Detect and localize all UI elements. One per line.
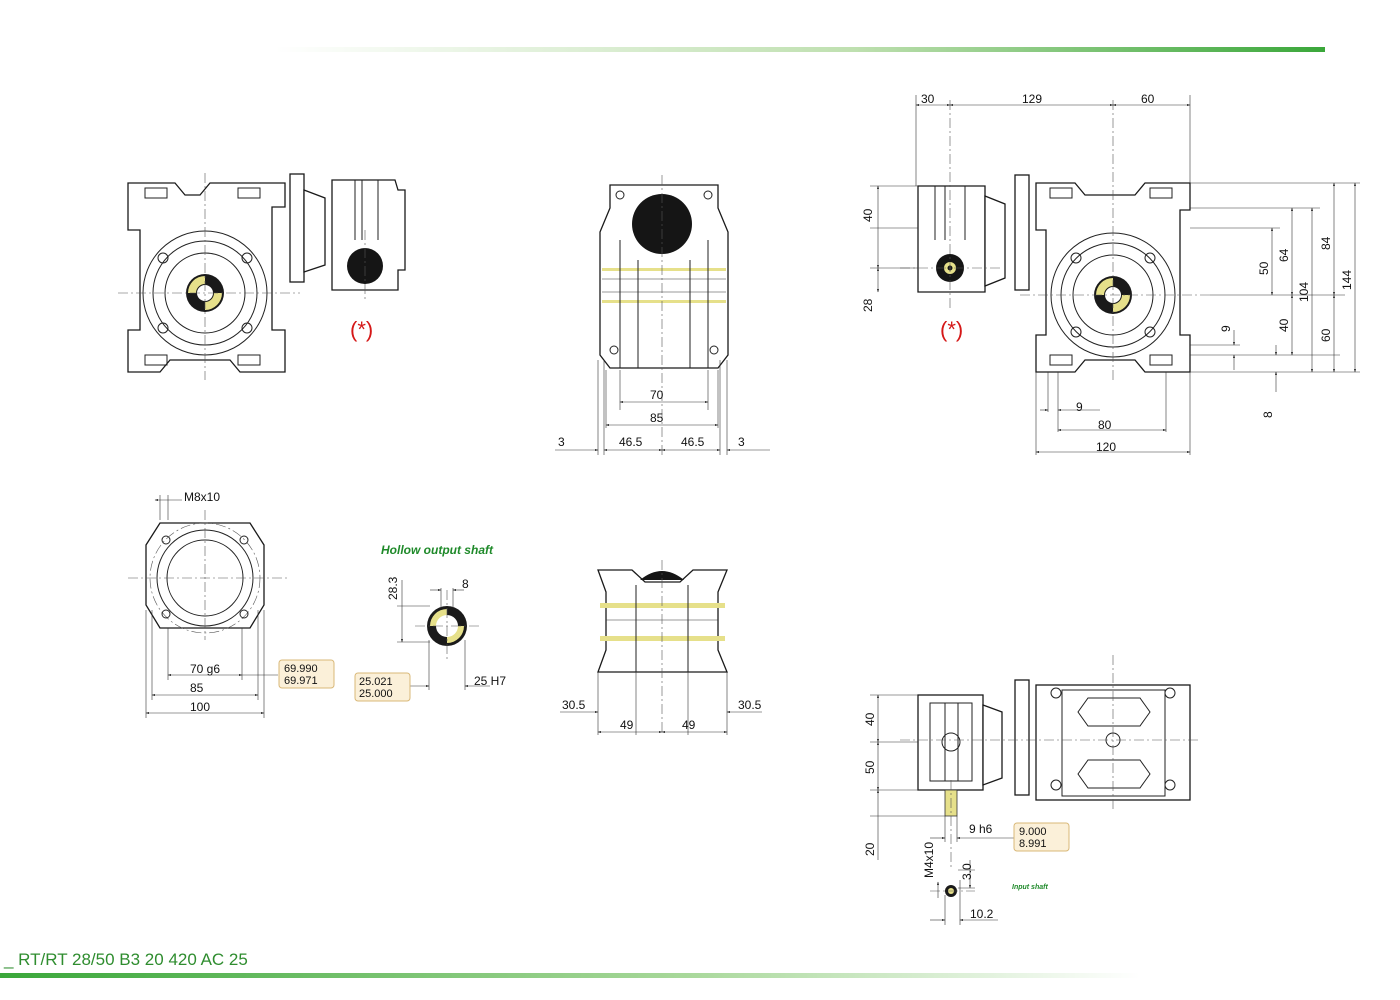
dim-side-85: 85 [650, 411, 664, 425]
hollow-tolerance-lower: 25.000 [359, 688, 393, 700]
dim-bottom-49-right: 49 [682, 718, 696, 732]
dim-bottom-30-5-left: 30.5 [562, 698, 586, 712]
dim-flange-100: 100 [190, 700, 210, 714]
dim-side-3-right: 3 [738, 435, 745, 449]
flange-tolerance-lower: 69.971 [284, 675, 318, 687]
flange-tolerance-box [278, 659, 335, 689]
dim-bottom-30-5-right: 30.5 [738, 698, 762, 712]
dim-right-84: 84 [1319, 236, 1333, 250]
note-mark-left: (*) [350, 317, 373, 342]
flange-tolerance-upper: 69.990 [284, 663, 318, 675]
flange-view [128, 495, 288, 718]
front-view [118, 173, 406, 380]
bottom-center-view [560, 560, 762, 735]
dim-side-70: 70 [650, 388, 664, 402]
dim-hollow-28-3: 28.3 [386, 576, 400, 600]
right-view [870, 95, 1360, 455]
dim-input-9h6: 9 h6 [969, 822, 993, 836]
dim-right-bottom-120: 120 [1096, 440, 1116, 454]
hollow-shaft-view [397, 580, 490, 690]
dim-right-top-60: 60 [1141, 92, 1155, 106]
dim-flange-70g6: 70 g6 [190, 662, 220, 676]
dim-right-40: 40 [1277, 318, 1291, 332]
dim-input-m4x10: M4x10 [922, 842, 936, 878]
input-tolerance-box [1013, 822, 1070, 852]
dim-right-104: 104 [1297, 282, 1311, 302]
hollow-shaft-title: Hollow output shaft [381, 543, 494, 557]
dim-side-3-left: 3 [558, 435, 565, 449]
dim-right-144: 144 [1340, 270, 1354, 290]
dim-bottom-49-left: 49 [620, 718, 634, 732]
hollow-tolerance-upper: 25.021 [359, 676, 393, 688]
dim-right-9: 9 [1219, 325, 1233, 332]
dim-input-3-0: 3.0 [960, 863, 974, 880]
footer-green-bar [0, 973, 1140, 978]
input-shaft-title: Input shaft [1012, 884, 1048, 891]
hollow-tolerance-box [354, 672, 411, 702]
dim-right-left-40: 40 [861, 208, 875, 222]
dim-right-50: 50 [1257, 261, 1271, 275]
dim-right-bottom-80: 80 [1098, 418, 1112, 432]
dim-right-left-28: 28 [861, 298, 875, 312]
input-tolerance-lower: 8.991 [1019, 838, 1047, 850]
note-mark-right: (*) [940, 317, 963, 342]
header-green-bar [275, 47, 1325, 52]
dim-hollow-25h7: 25 H7 [474, 674, 506, 688]
input-view [870, 655, 1200, 925]
side-view [555, 175, 770, 455]
dim-right-8: 8 [1261, 411, 1275, 418]
input-tolerance-upper: 9.000 [1019, 826, 1047, 838]
dim-right-64: 64 [1277, 248, 1291, 262]
dim-input-40: 40 [863, 712, 877, 726]
model-code: _ RT/RT 28/50 B3 20 420 AC 25 [4, 950, 248, 969]
dim-side-46-5-right: 46.5 [681, 435, 705, 449]
dim-input-50: 50 [863, 760, 877, 774]
dim-side-46-5-left: 46.5 [619, 435, 643, 449]
dim-input-20: 20 [863, 842, 877, 856]
flange-thread-label: M8x10 [184, 490, 220, 504]
dim-right-top-129: 129 [1022, 92, 1042, 106]
dim-right-top-30: 30 [921, 92, 935, 106]
dim-hollow-8: 8 [462, 577, 469, 591]
dim-right-60: 60 [1319, 328, 1333, 342]
dim-input-10-2: 10.2 [970, 907, 994, 921]
dim-flange-85: 85 [190, 681, 204, 695]
dim-right-bottom-9: 9 [1076, 400, 1083, 414]
